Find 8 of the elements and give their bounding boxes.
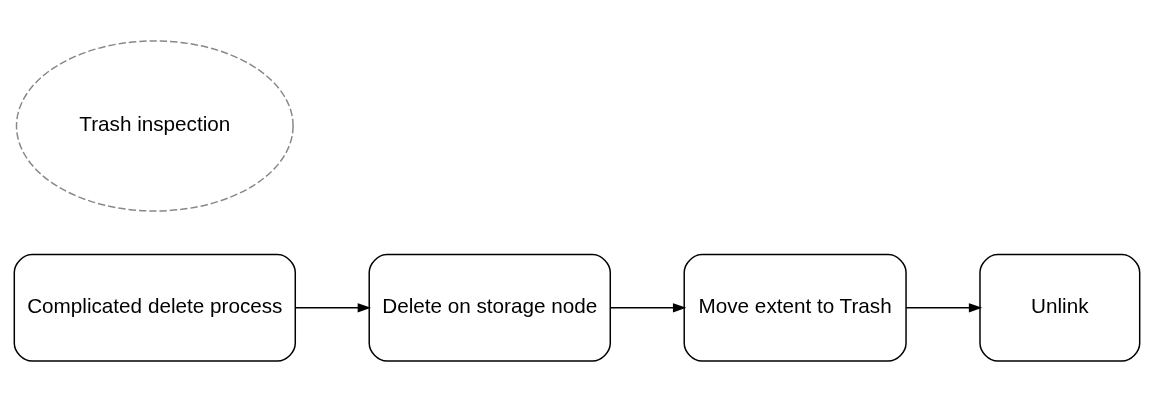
node-box: Unlink [979, 253, 1141, 362]
arrow [294, 302, 371, 312]
node-box: Complicated delete process [13, 253, 296, 362]
arrow [905, 302, 983, 312]
node-box: Move extent to Trash [683, 253, 907, 362]
arrow [609, 302, 687, 312]
node-ellipse: Trash inspection [15, 39, 294, 212]
node-box: Delete on storage node [368, 253, 611, 362]
